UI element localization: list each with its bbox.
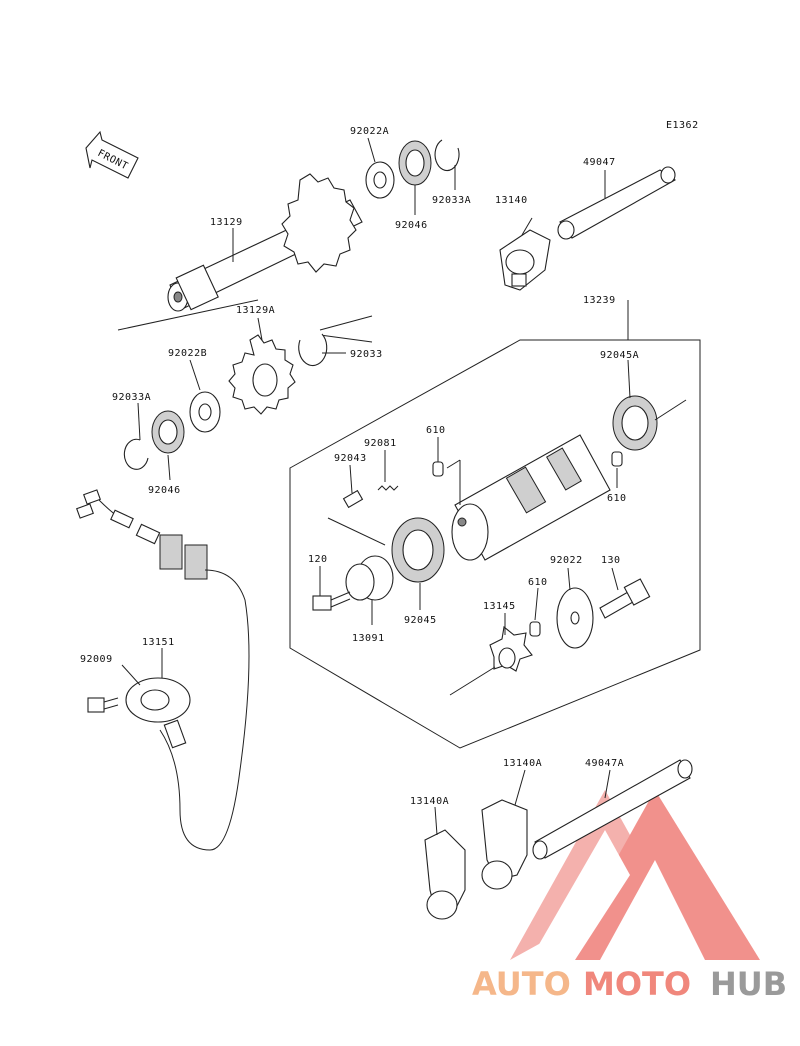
bolt-120 (312, 591, 351, 611)
label-92046-upper: 92046 (395, 220, 428, 231)
clip-92033a-lower (123, 438, 149, 470)
pin-610-top (432, 461, 444, 477)
watermark-part3: HUB (710, 965, 787, 1003)
label-13239: 13239 (583, 295, 616, 306)
fork-13140a-left (424, 829, 466, 920)
label-92033a-lower: 92033A (112, 392, 151, 403)
label-13091: 13091 (352, 633, 385, 644)
label-13140a-left: 13140A (410, 796, 449, 807)
label-610-right: 610 (607, 493, 627, 504)
bearing-92045a (612, 395, 658, 451)
spring-92081 (377, 485, 399, 491)
bearing-92046-lower (151, 410, 185, 454)
label-92022a: 92022A (350, 126, 389, 137)
label-610-top: 610 (426, 425, 446, 436)
pin-610-right (611, 451, 623, 467)
label-13151: 13151 (142, 637, 175, 648)
label-92009: 92009 (80, 654, 113, 665)
label-92022b: 92022B (168, 348, 207, 359)
watermark-part1: AUTO (472, 965, 571, 1003)
fork-13140 (499, 229, 551, 291)
label-13145: 13145 (483, 601, 516, 612)
label-92033: 92033 (350, 349, 383, 360)
shaft-13129 (167, 173, 363, 312)
shift-drum (451, 434, 611, 561)
front-arrow-icon: FRONT (85, 130, 139, 179)
star-13145 (449, 625, 533, 696)
label-92081: 92081 (364, 438, 397, 449)
label-92043: 92043 (334, 453, 367, 464)
bolt-130 (599, 578, 651, 619)
label-610-bottom: 610 (528, 577, 548, 588)
label-92033a-upper: 92033A (432, 195, 471, 206)
watermark-logo-icon (510, 790, 760, 960)
bearing-92045 (391, 517, 445, 583)
watermark-wordmark: AUTO MOTO HUB (472, 965, 787, 1003)
clip-92033a-upper (434, 139, 460, 172)
plunger-92043 (342, 489, 364, 509)
neutral-switch (76, 489, 250, 851)
label-13140a-right: 13140A (503, 758, 542, 769)
label-92045a: 92045A (600, 350, 639, 361)
label-13140: 13140 (495, 195, 528, 206)
label-92022: 92022 (550, 555, 583, 566)
label-13129a: 13129A (236, 305, 275, 316)
label-92045: 92045 (404, 615, 437, 626)
rod-49047a (532, 759, 693, 860)
clip-92033 (298, 333, 328, 366)
label-49047: 49047 (583, 157, 616, 168)
bearing-92046-upper (398, 140, 432, 186)
fork-13140a-right (481, 799, 528, 890)
label-120: 120 (308, 554, 328, 565)
pin-610-bottom (529, 621, 541, 637)
cam-13091 (345, 555, 394, 601)
rod-49047 (557, 166, 677, 240)
bolt-92009 (87, 697, 119, 713)
label-92046-lower: 92046 (148, 485, 181, 496)
watermark-part2: MOTO (583, 965, 691, 1003)
assembly-box-13239 (289, 339, 701, 749)
label-130: 130 (601, 555, 621, 566)
label-13129: 13129 (210, 217, 243, 228)
diagram-code: E1362 (666, 120, 699, 131)
label-49047a: 49047A (585, 758, 624, 769)
